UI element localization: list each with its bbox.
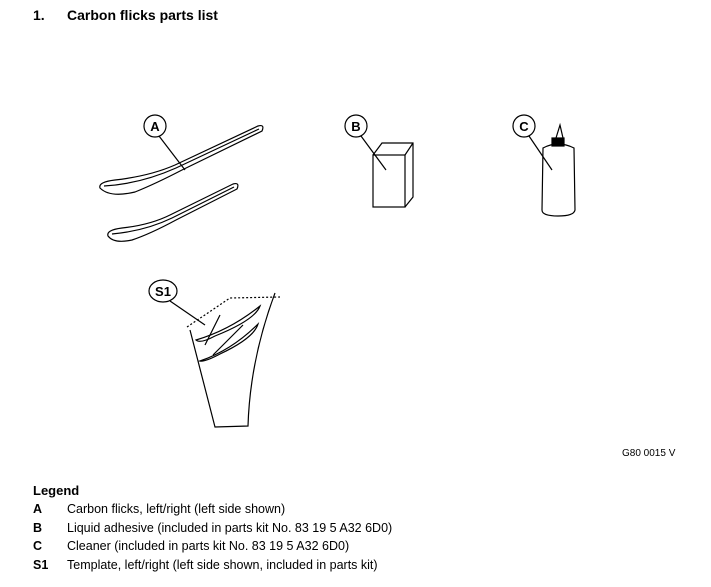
callout-leaders <box>158 135 553 326</box>
callout-a: A <box>150 119 160 134</box>
callout-b: B <box>351 119 360 134</box>
callout-c: C <box>519 119 529 134</box>
template-drawing <box>186 292 281 428</box>
adhesive-box-drawing <box>372 142 414 208</box>
cleaner-bottle-drawing <box>541 122 576 217</box>
figure-id: G80 0015 V <box>622 448 676 459</box>
callout-s1: S1 <box>155 284 171 299</box>
legend-title: Legend <box>33 483 80 498</box>
section-heading: 1.Carbon flicks parts list <box>33 7 218 23</box>
callout-circles <box>143 114 536 303</box>
carbon-flicks-drawing <box>99 124 264 242</box>
